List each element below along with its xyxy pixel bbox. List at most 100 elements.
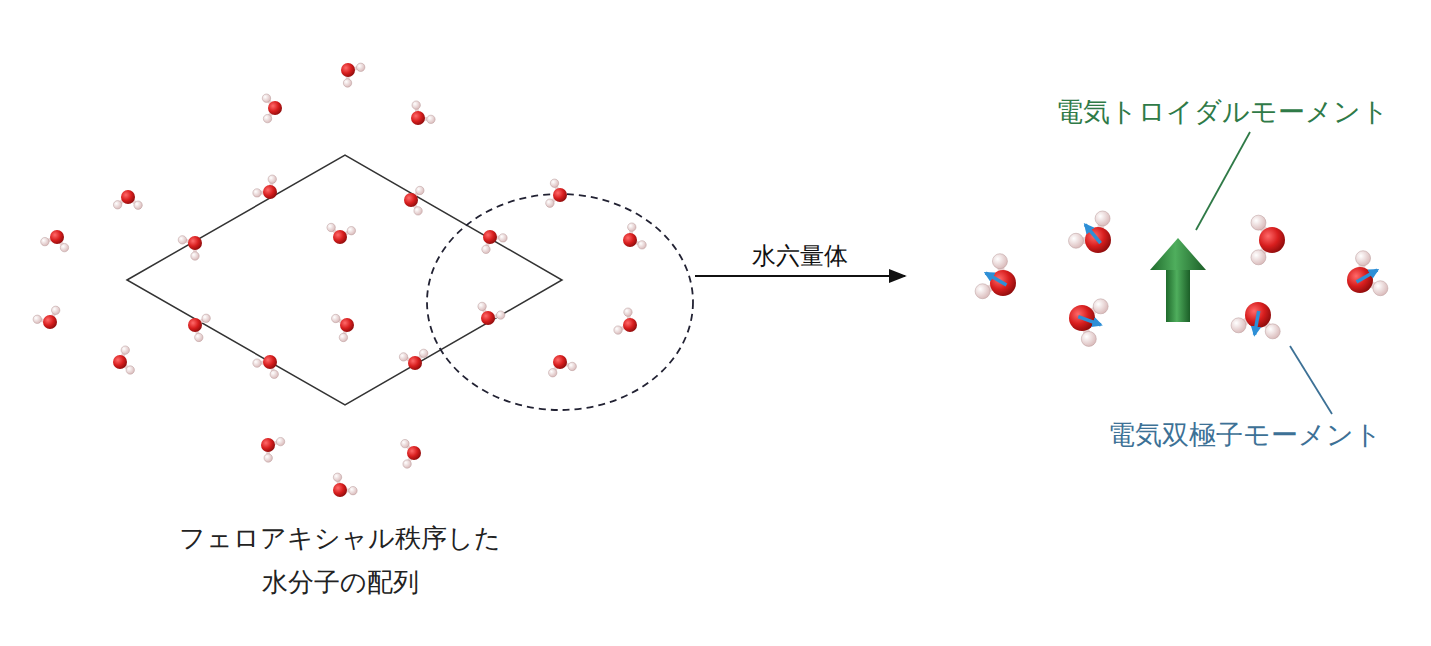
hydrogen-atom (327, 223, 335, 231)
oxygen-atom (50, 230, 64, 244)
toroidal-arrow-shaft (1166, 268, 1190, 322)
hydrogen-atom (1069, 233, 1084, 248)
hydrogen-atom (60, 243, 68, 251)
oxygen-atom (263, 185, 277, 199)
oxygen-atom (341, 63, 355, 77)
hydrogen-atom (1251, 215, 1266, 230)
annotation-label: 電気双極子モーメント (1108, 418, 1382, 452)
oxygen-atom (333, 483, 347, 497)
water-molecule (113, 346, 134, 374)
water-molecule (549, 355, 577, 377)
oxygen-atom (188, 318, 202, 332)
oxygen-atom (553, 188, 567, 202)
hydrogen-atom (262, 94, 270, 102)
hydrogen-atom (416, 186, 424, 194)
hydrogen-atom (975, 284, 990, 299)
water-molecule (253, 175, 277, 199)
dipole-leader (1290, 346, 1332, 414)
water-molecule (1347, 251, 1388, 296)
oxygen-atom (263, 355, 277, 369)
hydrogen-atom (482, 245, 490, 253)
hydrogen-atom (357, 63, 365, 71)
hydrogen-atom (427, 115, 435, 123)
oxygen-atom (43, 315, 57, 329)
hydrogen-atom (614, 326, 622, 334)
water-molecule (33, 306, 60, 329)
hydrogen-atom (264, 454, 272, 462)
water-molecule (253, 355, 279, 378)
hydrogen-atom (550, 179, 558, 187)
water-molecule (482, 230, 507, 254)
oxygen-atom (407, 446, 421, 460)
hydrogen-atom (478, 302, 486, 310)
water-molecule (623, 223, 646, 249)
water-molecule (113, 190, 142, 209)
hydrogen-atom (992, 254, 1007, 269)
hydrogen-atom (126, 366, 134, 374)
water-molecule (188, 314, 210, 342)
hydrogen-atom (113, 201, 121, 209)
hydrogen-atom (624, 308, 632, 316)
water-molecules (33, 63, 1388, 497)
hydrogen-atom (332, 314, 340, 322)
water-molecule (333, 473, 357, 497)
hydrogen-atom (195, 333, 203, 341)
water-molecule (327, 223, 356, 244)
oxygen-atom (113, 355, 127, 369)
hydrogen-atom (414, 207, 422, 215)
hydrogen-atom (51, 306, 59, 314)
water-molecule (178, 236, 202, 261)
hydrogen-atom (546, 199, 554, 207)
figure-caption: フェロアキシャル秩序した 水分子の配列 (150, 516, 530, 604)
hydrogen-atom (403, 460, 411, 468)
hydrogen-atom (121, 346, 129, 354)
hydrogen-atom (270, 370, 278, 378)
hydrogen-atom (419, 349, 427, 357)
dipole-arrow (986, 273, 1007, 285)
hydrogen-atom (1373, 281, 1388, 296)
toroidal-arrow-head (1150, 238, 1206, 270)
water-molecule (262, 94, 282, 123)
water-molecule (614, 308, 637, 334)
oxygen-atom (553, 355, 567, 369)
dipole-arrow (1357, 270, 1378, 282)
hydrogen-atom (638, 241, 646, 249)
hydrogen-atom (568, 362, 576, 370)
oxygen-atom (408, 356, 422, 370)
oxygen-atom (623, 318, 637, 332)
water-molecule (1251, 215, 1285, 265)
hydrogen-atom (499, 234, 507, 242)
oxygen-atom (404, 193, 418, 207)
hydrogen-atom (496, 311, 504, 319)
hydrogen-atom (343, 79, 351, 87)
hydrogen-atom (1095, 211, 1110, 226)
water-molecule (478, 302, 505, 325)
hydrogen-atom (134, 201, 142, 209)
hydrogen-atom (1093, 299, 1108, 314)
unit-cell-rhombus (127, 155, 562, 405)
hydrogen-atom (399, 353, 407, 361)
hydrogen-atom (178, 236, 186, 244)
hydrogen-atom (1251, 250, 1266, 265)
hydrogen-atom (1081, 331, 1096, 346)
hydrogen-atom (263, 114, 271, 122)
water-molecule (404, 186, 424, 215)
water-molecule (1069, 211, 1111, 253)
water-molecule (399, 349, 428, 370)
water-molecule (546, 179, 567, 207)
oxygen-atom (411, 111, 425, 125)
hexamer-circle (427, 194, 693, 410)
annotation-label: 電気トロイダルモーメント (1056, 95, 1389, 129)
toroidal-leader (1196, 132, 1250, 230)
oxygen-atom (481, 311, 495, 325)
hydrogen-atom (333, 473, 341, 481)
hydrogen-atom (401, 439, 409, 447)
hydrogen-atom (1231, 318, 1246, 333)
transform-arrow (695, 275, 905, 277)
hydrogen-atom (339, 333, 347, 341)
oxygen-atom (188, 236, 202, 250)
hydrogen-atom (347, 226, 355, 234)
annotation-label: 水六量体 (752, 241, 848, 271)
hydrogen-atom (253, 359, 261, 367)
